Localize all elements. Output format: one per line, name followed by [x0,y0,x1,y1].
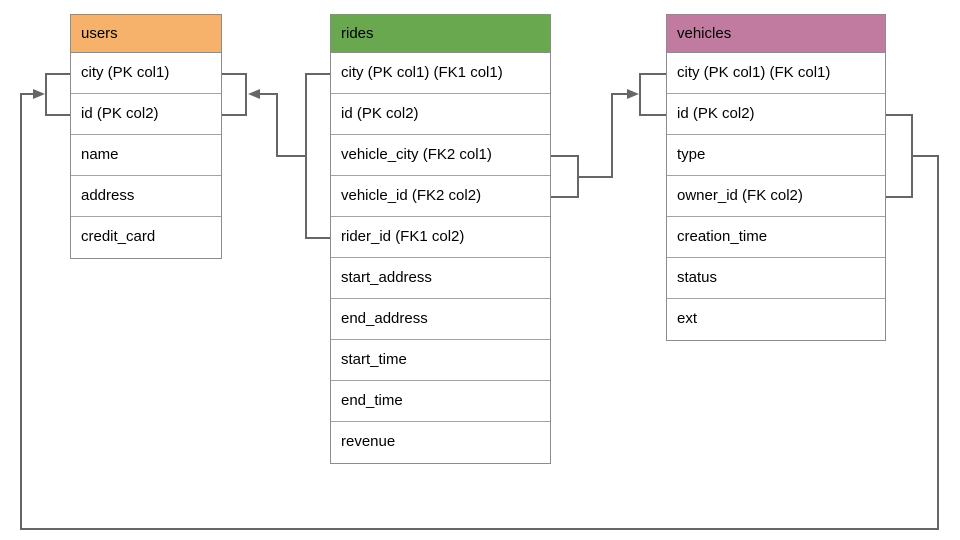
table-row: city (PK col1) (FK1 col1) [331,53,550,94]
table-row: id (PK col2) [667,94,885,135]
table-row: creation_time [667,217,885,258]
table-title-vehicles: vehicles [667,15,885,53]
table-row: type [667,135,885,176]
table-row: vehicle_city (FK2 col1) [331,135,550,176]
rides-fk1-to-users-bracket [305,73,330,239]
table-row: city (PK col1) [71,53,221,94]
vehicles-fk-to-users-bracket [45,73,70,116]
table-row: id (PK col2) [71,94,221,135]
table-row: ext [667,299,885,340]
table-row: city (PK col1) (FK col1) [667,53,885,94]
table-title-rides: rides [331,15,550,53]
rides-fk2-to-vehicles-line [578,93,628,178]
table-row: credit_card [71,217,221,258]
rides-fk2-to-vehicles-bracket [551,155,579,198]
table-row: end_time [331,381,550,422]
table-row: id (PK col2) [331,94,550,135]
table-row: rider_id (FK1 col2) [331,217,550,258]
table-row: start_address [331,258,550,299]
table-title-users: users [71,15,221,53]
table-row: start_time [331,340,550,381]
vehicles-fk-to-users-bracket [886,114,913,198]
table-row: owner_id (FK col2) [667,176,885,217]
table-row: vehicle_id (FK2 col2) [331,176,550,217]
rides-fk2-to-vehicles-bracket [639,73,666,116]
table-row: revenue [331,422,550,463]
rides-fk1-to-users-line [259,93,306,157]
rides-fk2-to-vehicles-arrowhead-icon [627,89,639,99]
rides-fk1-to-users-bracket [222,73,247,116]
rides-fk1-to-users-arrowhead-icon [248,89,260,99]
table-row: end_address [331,299,550,340]
table-row: address [71,176,221,217]
table-row: name [71,135,221,176]
table-row: status [667,258,885,299]
vehicles-fk-to-users-arrowhead-icon [33,89,45,99]
